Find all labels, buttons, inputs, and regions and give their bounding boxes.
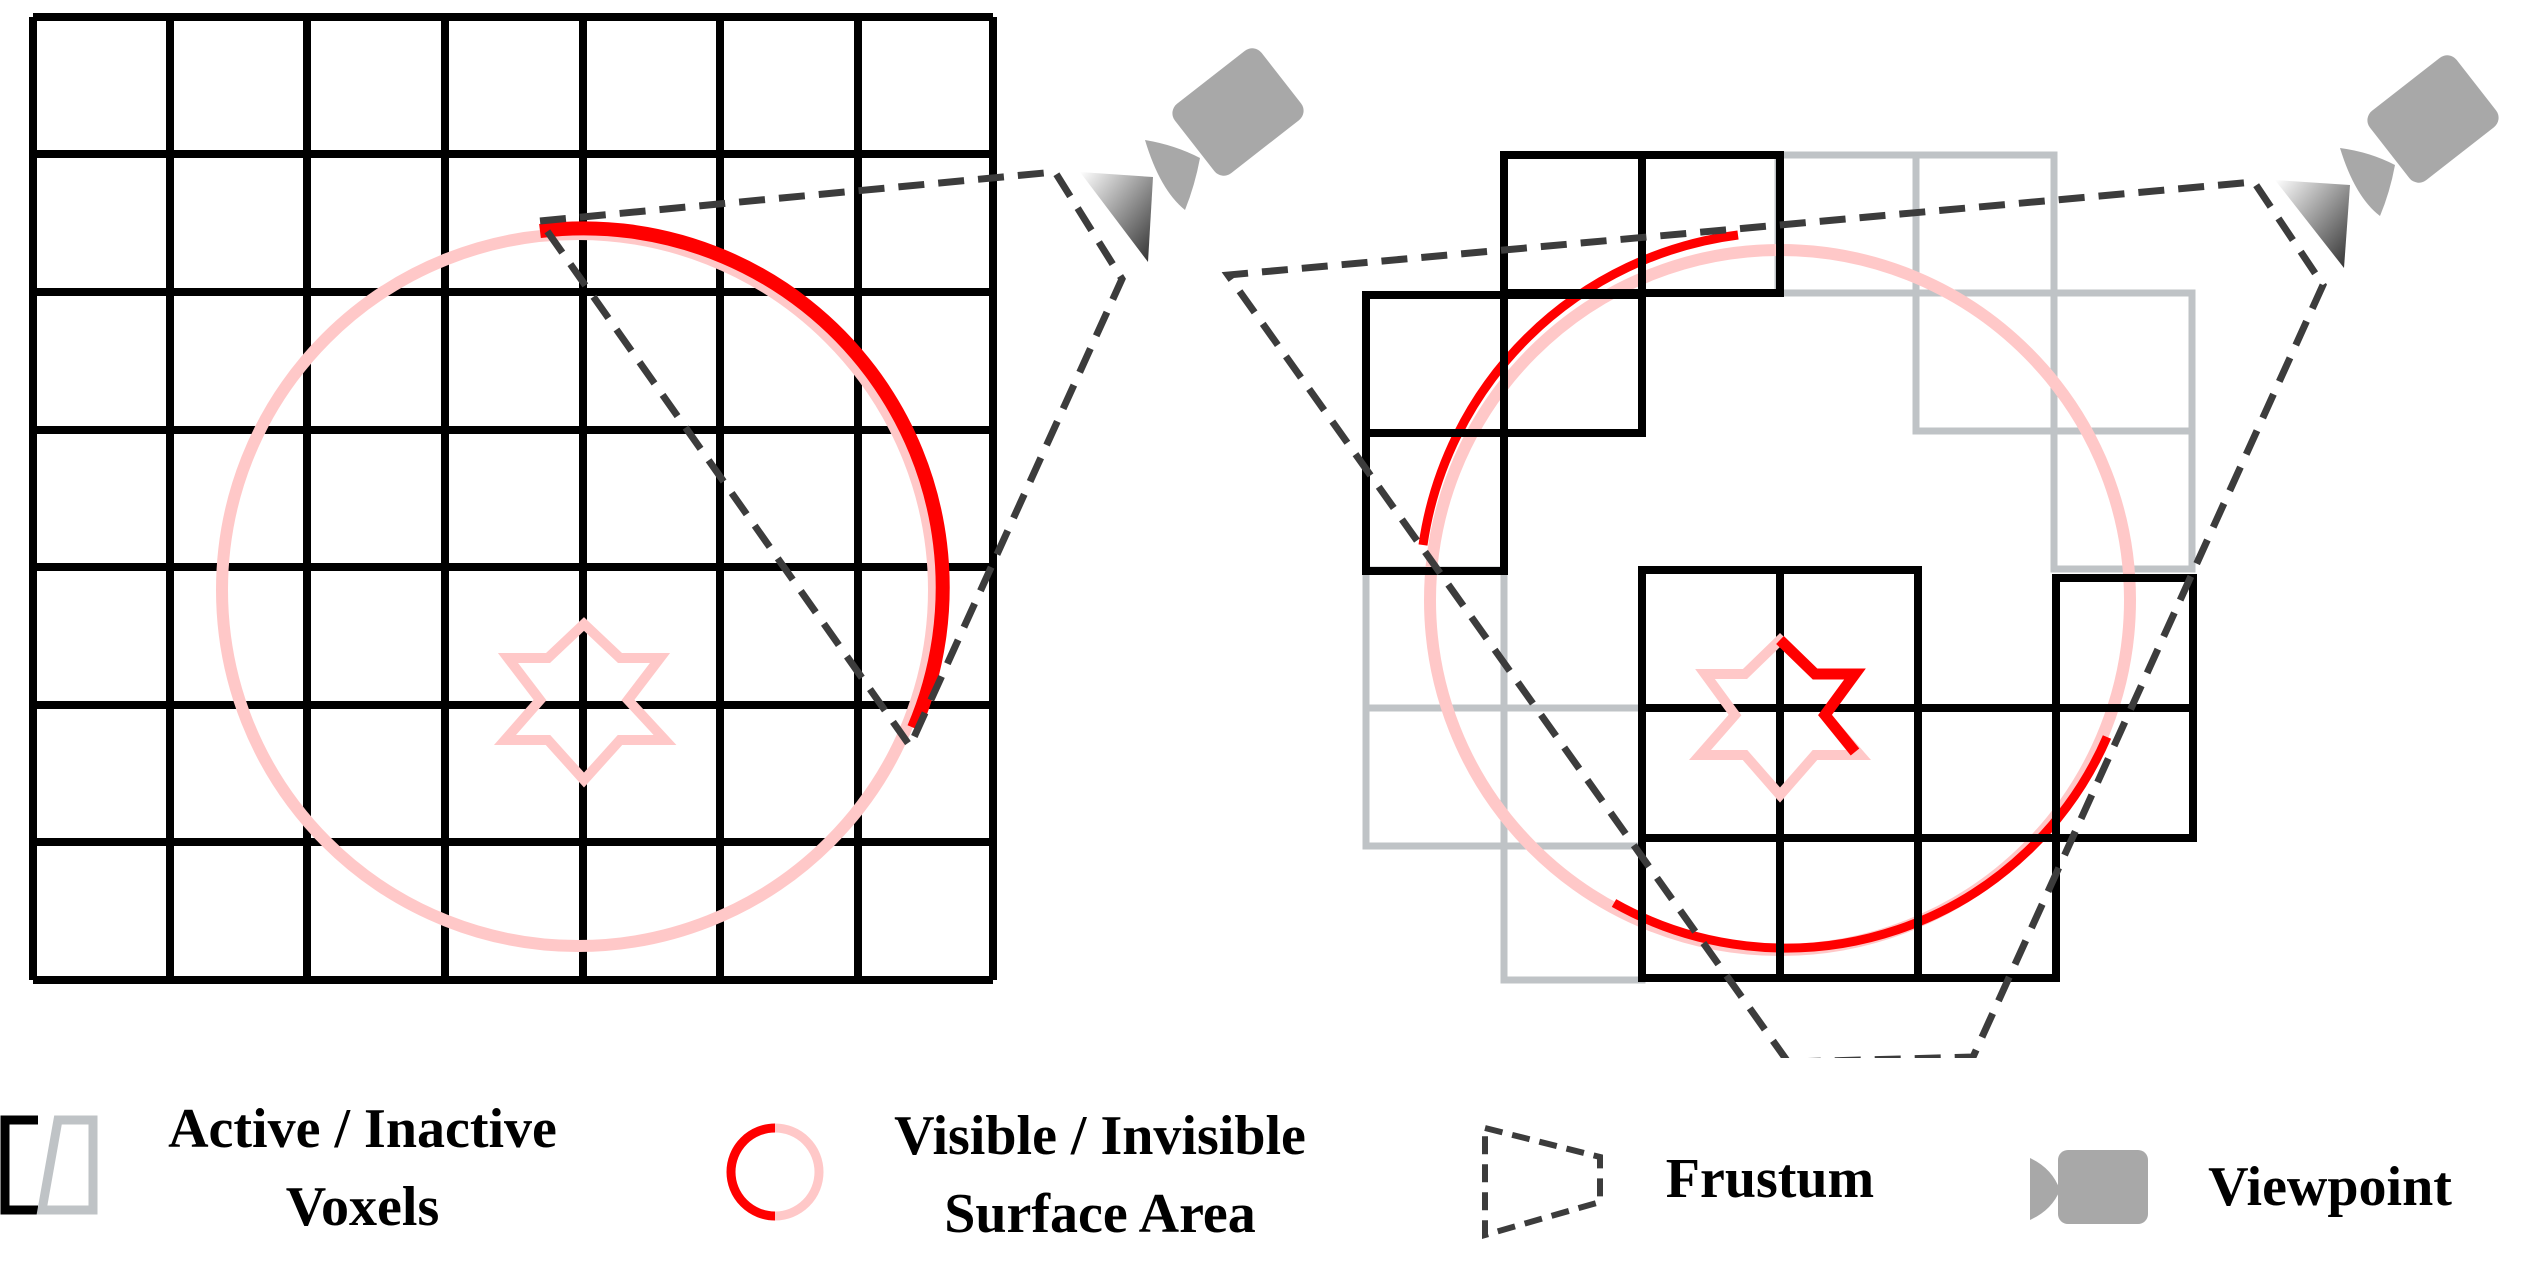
frustum-right <box>1221 178 2327 1066</box>
legend-surface-icon <box>726 1123 824 1221</box>
dense-voxel-grid <box>29 13 997 984</box>
legend-frustum-label: Frustum <box>1665 1148 1875 1210</box>
legend-surface-line1: Visible / Invisible <box>894 1105 1306 1167</box>
visible-surface-arc-right <box>1418 230 1739 546</box>
six-point-star-icon <box>493 617 677 788</box>
left-panel <box>29 13 1304 984</box>
legend-voxels-line2: Voxels <box>285 1176 440 1238</box>
legend-surface-label: Visible / Invisible Surface Area <box>855 1097 1345 1253</box>
active-voxels <box>1362 151 2197 982</box>
camera-icon-right <box>2275 55 2499 268</box>
legend-voxels-icon <box>0 1115 98 1215</box>
right-panel <box>1221 55 2499 1088</box>
visible-surface-arc-bottom <box>1611 735 2112 953</box>
visible-surface-arc <box>539 221 950 731</box>
camera-icon <box>1080 48 1304 262</box>
legend-viewpoint-label: Viewpoint <box>2208 1156 2452 1218</box>
frustum-mask <box>1780 1058 1980 1088</box>
legend-voxels-label: Active / Inactive Voxels <box>135 1090 590 1246</box>
legend-voxels-line1: Active / Inactive <box>168 1098 557 1160</box>
visible-star-segment <box>1776 636 1866 756</box>
legend-surface-line2: Surface Area <box>944 1183 1256 1245</box>
legend-frustum-icon <box>1482 1124 1603 1239</box>
frustum-left <box>533 168 1126 754</box>
legend-viewpoint-icon <box>2030 1150 2148 1224</box>
